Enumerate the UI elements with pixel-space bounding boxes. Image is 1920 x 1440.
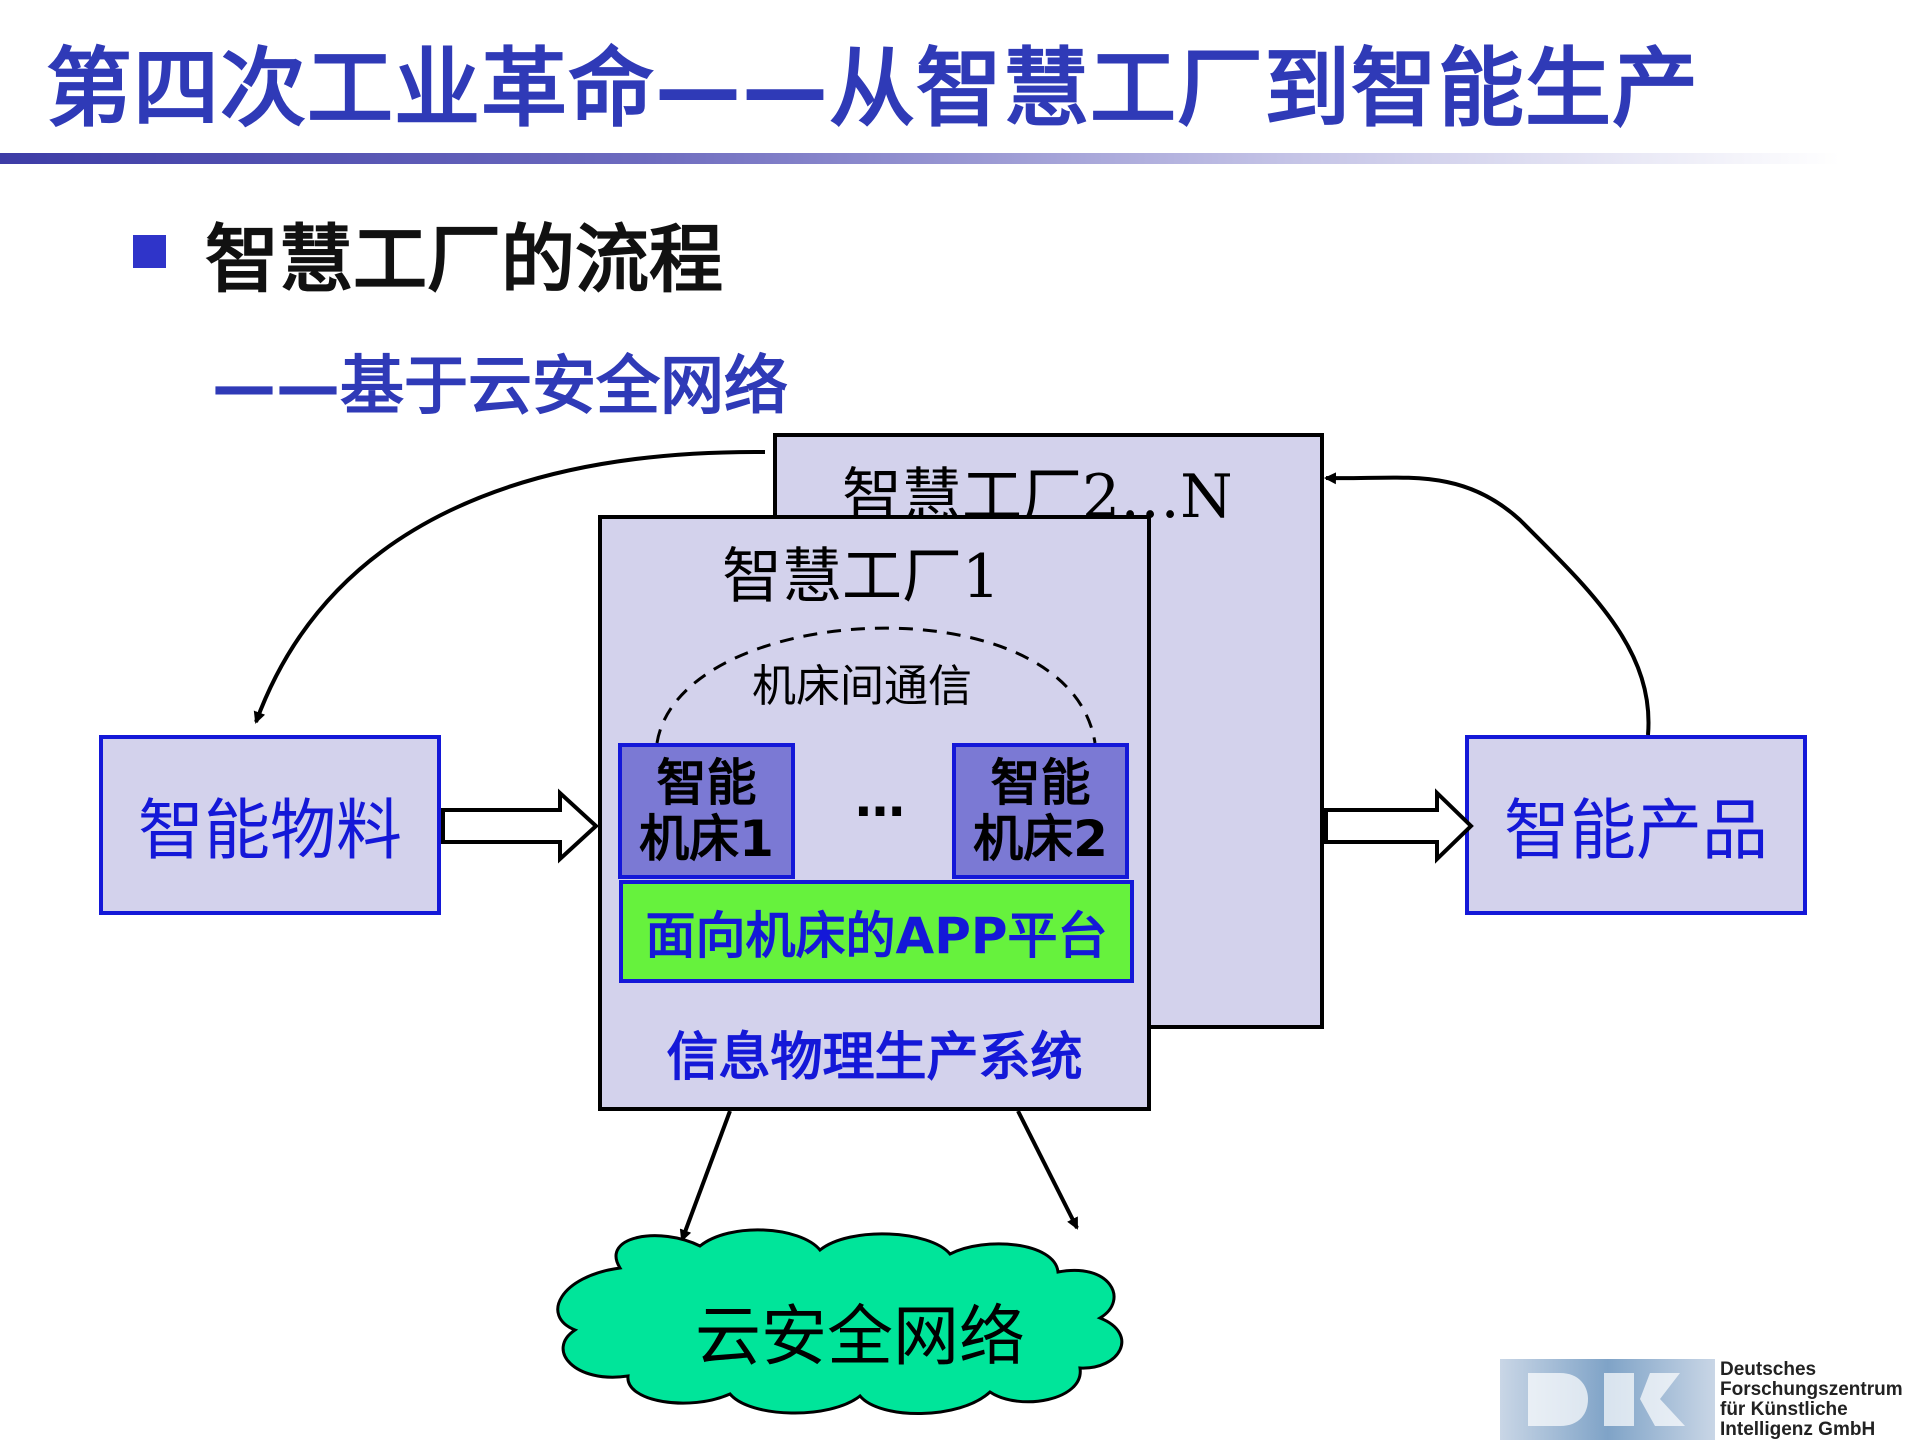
smart-machine-2-line2: 机床2 bbox=[973, 810, 1108, 868]
smart-machine-1-line2: 机床1 bbox=[639, 810, 774, 868]
title-divider bbox=[0, 153, 1840, 164]
app-platform-bar: 面向机床的APP平台 bbox=[619, 880, 1134, 983]
section-heading: 智慧工厂的流程 bbox=[205, 217, 723, 303]
smart-product-box: 智能产品 bbox=[1465, 735, 1807, 915]
cloud-arrow-left bbox=[679, 1110, 732, 1242]
feedback-arrow-right bbox=[1324, 472, 1651, 736]
section-subheading: ——基于云安全网络 bbox=[212, 350, 788, 424]
dfki-logo-icon bbox=[1500, 1359, 1715, 1440]
logo-line-2: Forschungszentrum bbox=[1720, 1379, 1903, 1400]
smart-material-label: 智能物料 bbox=[138, 792, 402, 869]
dfki-logo-text: Deutsches Forschungszentrum für Künstlic… bbox=[1720, 1360, 1903, 1440]
machine-communication-arc bbox=[655, 626, 1097, 744]
feedback-arrow-left bbox=[253, 449, 766, 724]
cloud-security-network-label: 云安全网络 bbox=[695, 1298, 1025, 1375]
smart-machine-1-line1: 智能 bbox=[656, 754, 757, 812]
logo-line-4: Intelligenz GmbH bbox=[1720, 1419, 1876, 1440]
cloud-arrow-right bbox=[1016, 1110, 1079, 1230]
smart-machine-1: 智能 机床1 bbox=[618, 743, 795, 879]
output-block-arrow bbox=[1324, 788, 1474, 864]
smart-product-label: 智能产品 bbox=[1504, 792, 1768, 869]
input-block-arrow bbox=[441, 788, 599, 864]
logo-line-3: für Künstliche bbox=[1720, 1399, 1848, 1420]
page-title: 第四次工业革命——从智慧工厂到智能生产 bbox=[46, 39, 1699, 139]
smart-machine-2: 智能 机床2 bbox=[952, 743, 1129, 879]
smart-material-box: 智能物料 bbox=[99, 735, 441, 915]
bullet-square-icon bbox=[133, 235, 166, 268]
smart-machine-2-line1: 智能 bbox=[990, 754, 1091, 812]
machine-ellipsis: … bbox=[855, 770, 905, 828]
factory-1-label: 智慧工厂1 bbox=[722, 542, 1001, 612]
cloud-shape bbox=[556, 1228, 1124, 1415]
logo-line-1: Deutsches bbox=[1720, 1359, 1817, 1380]
machine-communication-label: 机床间通信 bbox=[752, 661, 972, 712]
cps-label: 信息物理生产系统 bbox=[666, 1028, 1083, 1088]
